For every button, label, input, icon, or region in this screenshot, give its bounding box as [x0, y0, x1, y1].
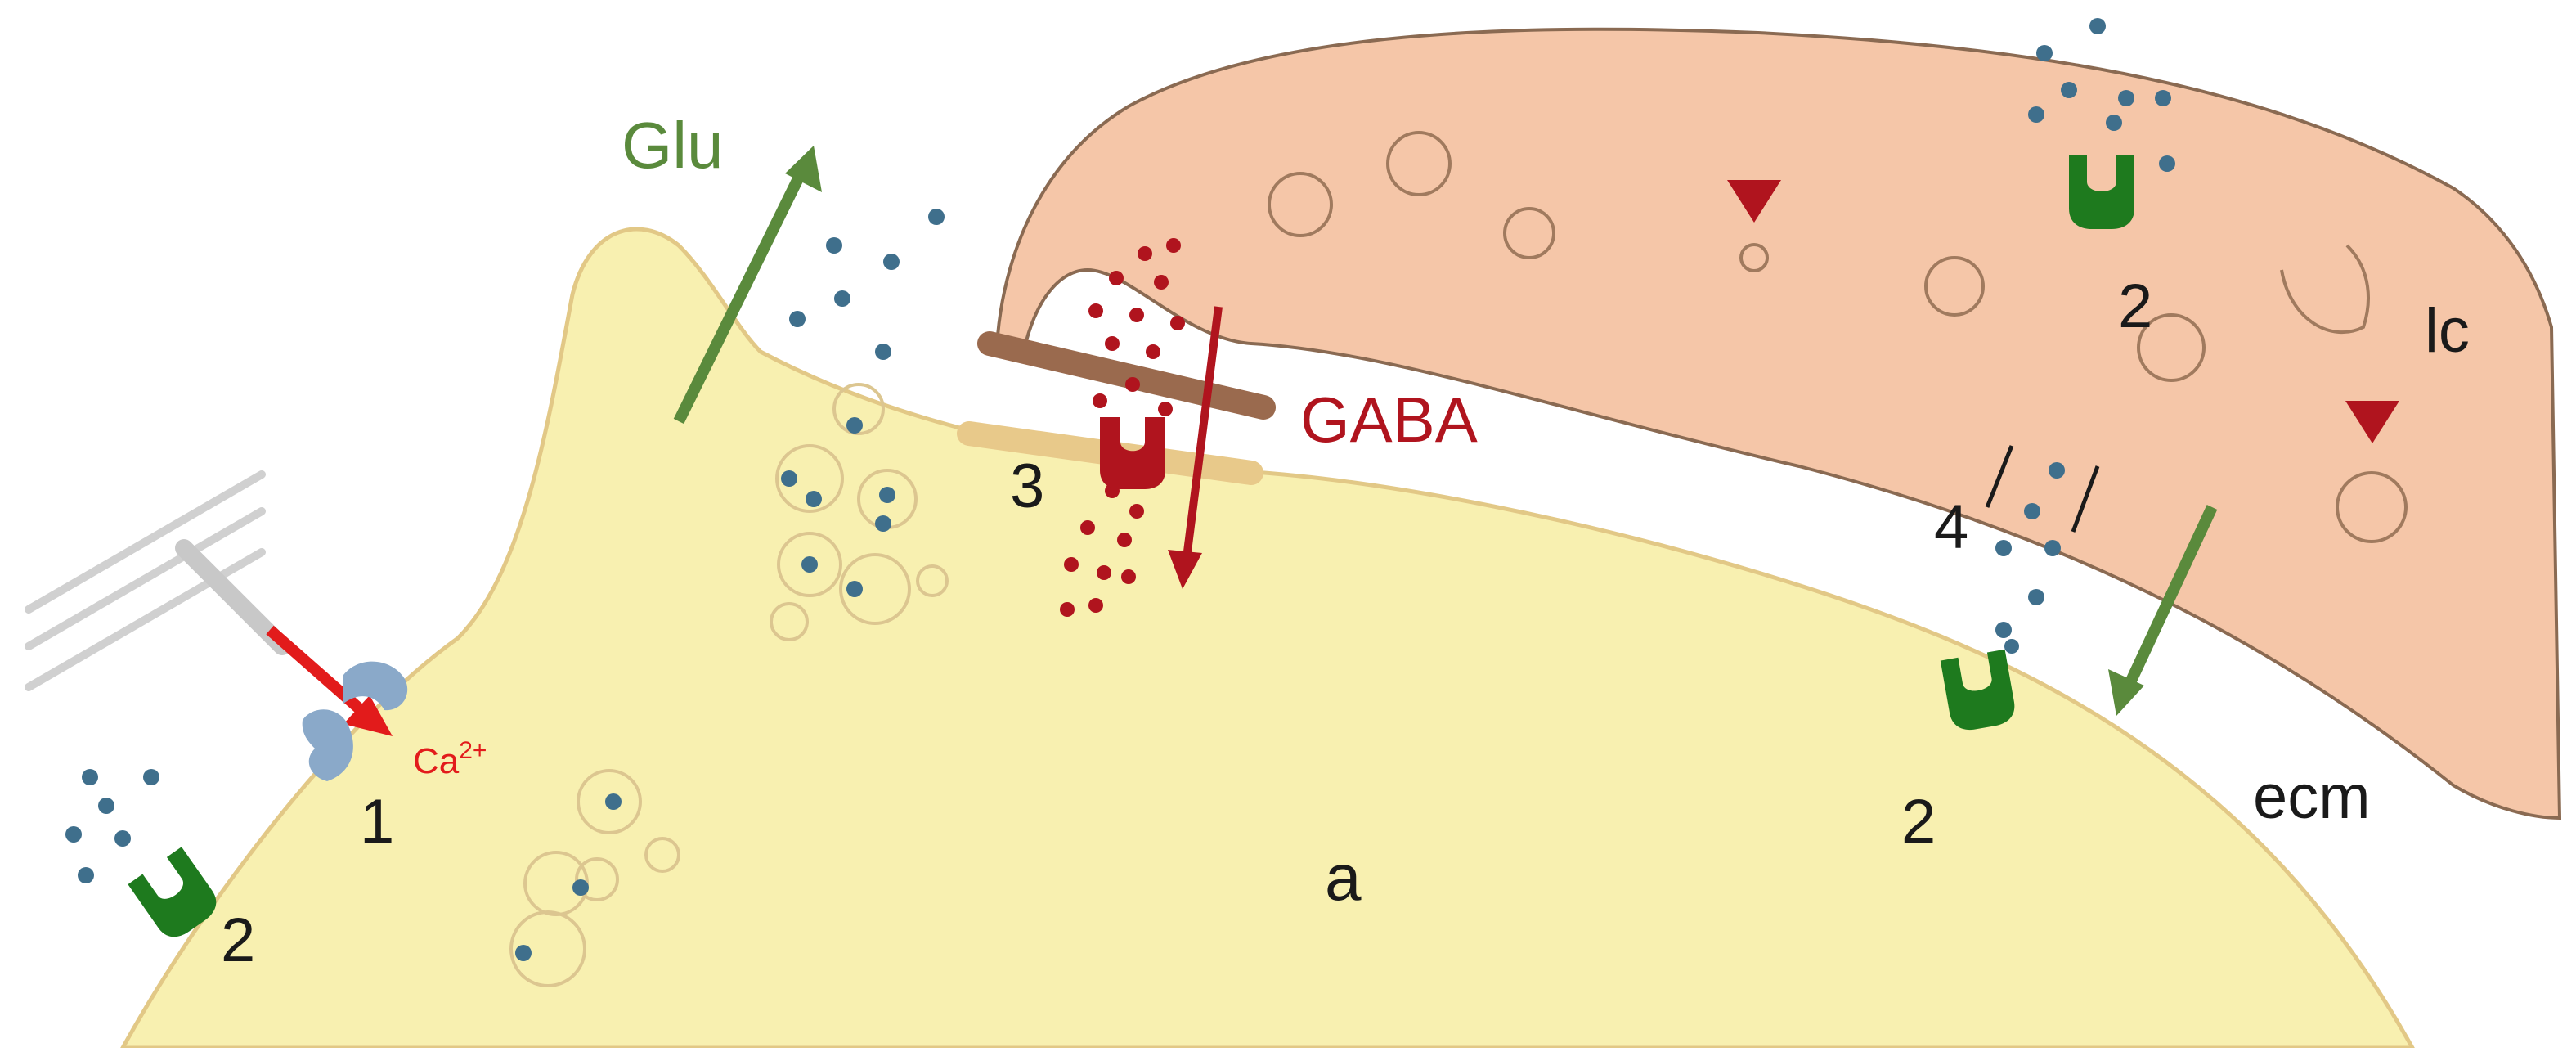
label-lc: lc [2425, 296, 2470, 366]
glu-arrow [673, 160, 811, 425]
calcium-channel [343, 661, 408, 711]
label-ecm: ecm [2253, 762, 2371, 832]
channel-marker [2071, 465, 2100, 533]
gaba-label: GABA [1300, 384, 1478, 456]
glutamate-dots [65, 18, 2175, 961]
label-2-bottom: 2 [1901, 787, 1936, 856]
label-3: 3 [1010, 452, 1044, 521]
probe-shaft [175, 539, 291, 655]
calcium-label: Ca2+ [413, 737, 487, 781]
glu-arrowhead [785, 146, 822, 192]
red-triangle-marker [2345, 401, 2399, 443]
gaba-arrowhead [1168, 550, 1202, 589]
gaba-arrow [1182, 306, 1223, 565]
receptor-top [2069, 155, 2134, 229]
label-2-left: 2 [221, 906, 255, 975]
glu-label: Glu [622, 109, 724, 182]
channel-marker [1985, 445, 2014, 508]
red-triangle-marker [1727, 180, 1781, 223]
presynaptic-membrane-bar [977, 331, 1276, 420]
receptor-bottom [1940, 649, 2015, 731]
ca-arrowhead [343, 695, 393, 736]
gaba-dots [1060, 238, 1185, 617]
ca-arrow [266, 625, 376, 725]
neuronal-process [995, 27, 2562, 820]
efflux-arrowhead [2108, 669, 2144, 716]
efflux-arrow [2120, 505, 2218, 694]
label-a: a [1325, 841, 1362, 914]
calcium-channel [302, 709, 353, 781]
receptor-left [128, 847, 217, 937]
gaba-receptor [1100, 417, 1165, 489]
astrocyte-body [119, 227, 2417, 1050]
label-4: 4 [1934, 492, 1968, 562]
neuronal-vesicles [1268, 131, 2408, 543]
label-2-top: 2 [2118, 272, 2152, 341]
label-1: 1 [360, 787, 394, 856]
